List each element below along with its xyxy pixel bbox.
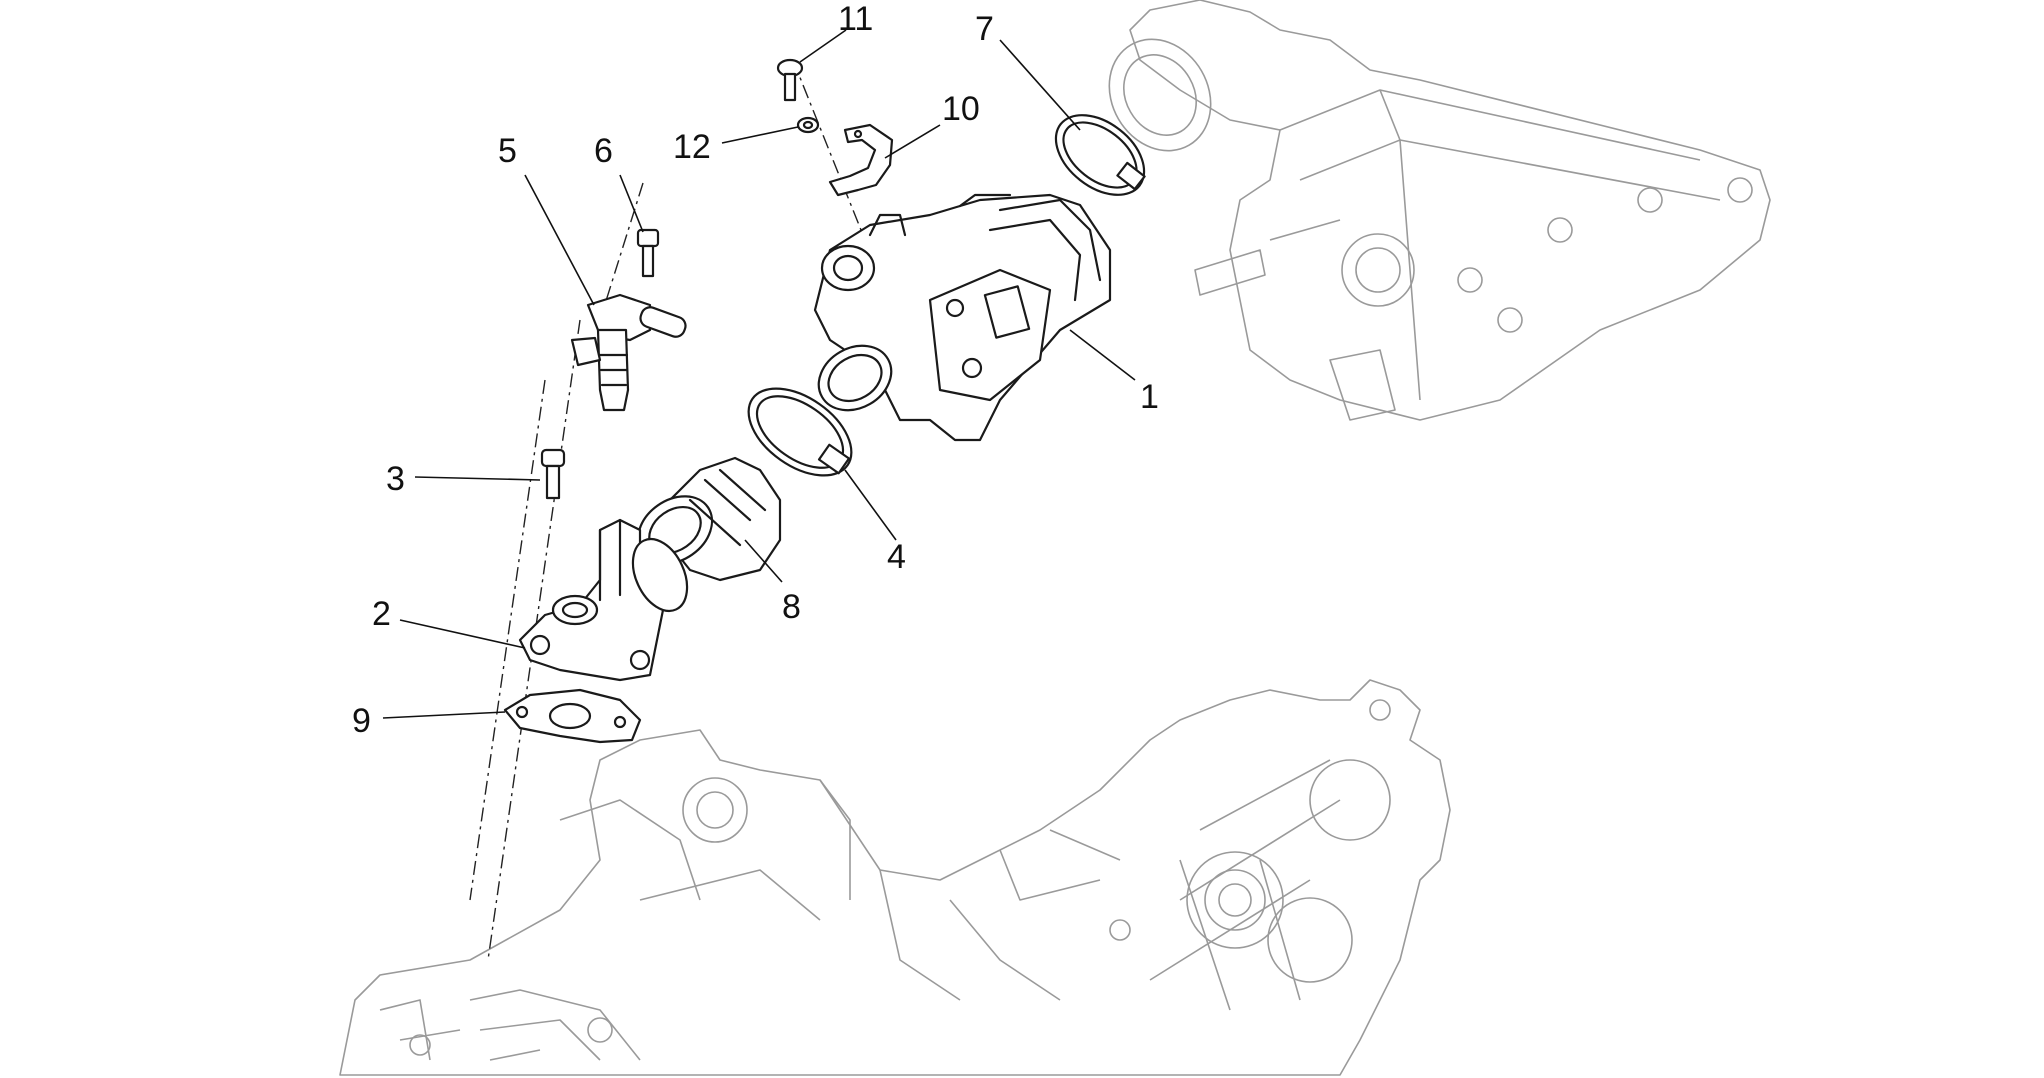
leader-3 [414,476,541,481]
part-intake-manifold [518,518,689,682]
callout-7: 7 [975,10,994,48]
leader-lines [382,29,1136,719]
part-bracket-screw [776,58,804,102]
leader-1 [1069,329,1136,381]
callout-10: 10 [942,90,980,128]
part-fuel-injector [570,293,687,412]
callout-4: 4 [887,538,906,576]
leader-5 [524,174,595,306]
part-injector-bolt [636,228,660,278]
leader-4 [844,469,897,541]
leader-12 [721,126,799,144]
callout-1: 1 [1140,378,1159,416]
leader-8 [744,539,783,583]
engine-crankcase-ghost [339,679,1451,1076]
part-hose-clamp-upper [1054,114,1146,196]
part-manifold-gasket [503,688,642,744]
part-throttle-bracket [828,123,894,197]
callout-9: 9 [352,702,371,740]
callout-5: 5 [498,132,517,170]
assembly-axis-lines [469,59,866,961]
air-filter-box-ghost [1108,0,1771,421]
callout-8: 8 [782,588,801,626]
leader-10 [884,124,941,159]
part-hose-clamp-lower [747,387,853,477]
callout-6: 6 [594,132,613,170]
leader-11 [799,29,847,63]
part-manifold-screw [540,448,566,500]
callout-labels: 1 2 3 4 5 6 7 8 9 10 11 12 [352,0,1159,740]
leader-2 [399,619,526,649]
callout-12: 12 [673,128,711,166]
leader-6 [619,174,644,233]
callout-11: 11 [838,0,873,38]
callout-2: 2 [372,595,391,633]
leader-9 [382,711,506,719]
leader-7 [999,39,1081,131]
callout-3: 3 [386,460,405,498]
part-throttle-body [813,193,1112,442]
part-washer [796,116,820,134]
